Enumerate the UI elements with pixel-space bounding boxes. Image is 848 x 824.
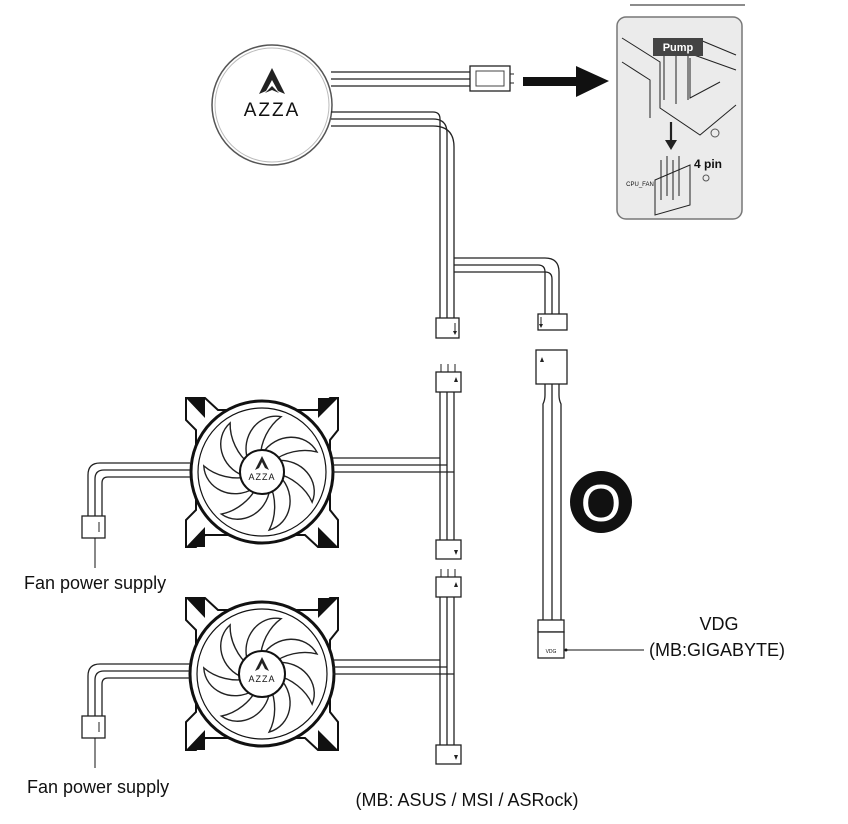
vdg-connector-text: VDG	[546, 649, 557, 655]
fan-2-power-label: Fan power supply	[27, 777, 169, 797]
option-marker-icon: O	[570, 471, 632, 533]
vdg-adapter-cable	[542, 384, 562, 620]
pump-argb-cable	[331, 111, 560, 318]
fan-2-logo-icon	[255, 657, 269, 671]
fan-1-power-connector	[81, 515, 106, 568]
fan-1-argb-cable	[333, 392, 455, 540]
vdg-title: VDG	[699, 614, 738, 634]
fan-1-argb-male-connector	[435, 364, 462, 393]
fan-2-argb-cable	[333, 597, 455, 745]
pump-cable-to-header	[331, 71, 470, 87]
pump-vdg-male-connector	[537, 313, 568, 331]
vdg-connector: VDG	[537, 619, 565, 659]
fan-1-argb-female-connector	[435, 539, 462, 560]
option-marker-glyph: O	[581, 475, 621, 533]
pin-count-label: 4 pin	[694, 157, 722, 171]
pump-logo-text: AZZA	[244, 100, 301, 121]
fan-1: AZZA	[185, 397, 339, 548]
azza-logo-icon	[259, 68, 285, 94]
motherboard-panel: Pump 4 pin CPU_FAN	[616, 4, 745, 220]
vdg-adapter-top-connector	[535, 349, 568, 385]
fan-2: AZZA	[185, 597, 339, 751]
fan-1-power-cable	[87, 462, 190, 516]
fan-1-logo-icon	[255, 456, 269, 470]
fan-2-argb-male-connector	[435, 569, 462, 598]
fan-2-argb-female-connector	[435, 744, 462, 765]
fan-2-logo-text: AZZA	[248, 674, 275, 684]
pump-head: AZZA	[211, 44, 333, 166]
fan-2-power-connector	[81, 715, 106, 768]
fan-1-logo-text: AZZA	[248, 472, 275, 482]
pump-power-connector	[469, 65, 514, 92]
pump-argb-female-connector	[435, 317, 460, 339]
arrow-down-icon	[665, 122, 677, 150]
fan-2-power-cable	[87, 663, 190, 716]
fan-1-power-label: Fan power supply	[24, 573, 166, 593]
arrow-right-icon	[523, 66, 609, 97]
vdg-motherboard-label: (MB:GIGABYTE)	[649, 640, 785, 660]
pump-header-label: Pump	[663, 42, 694, 54]
argb-motherboard-label: (MB: ASUS / MSI / ASRock)	[355, 790, 578, 810]
cpu-fan-header-label: CPU_FAN	[626, 182, 654, 188]
